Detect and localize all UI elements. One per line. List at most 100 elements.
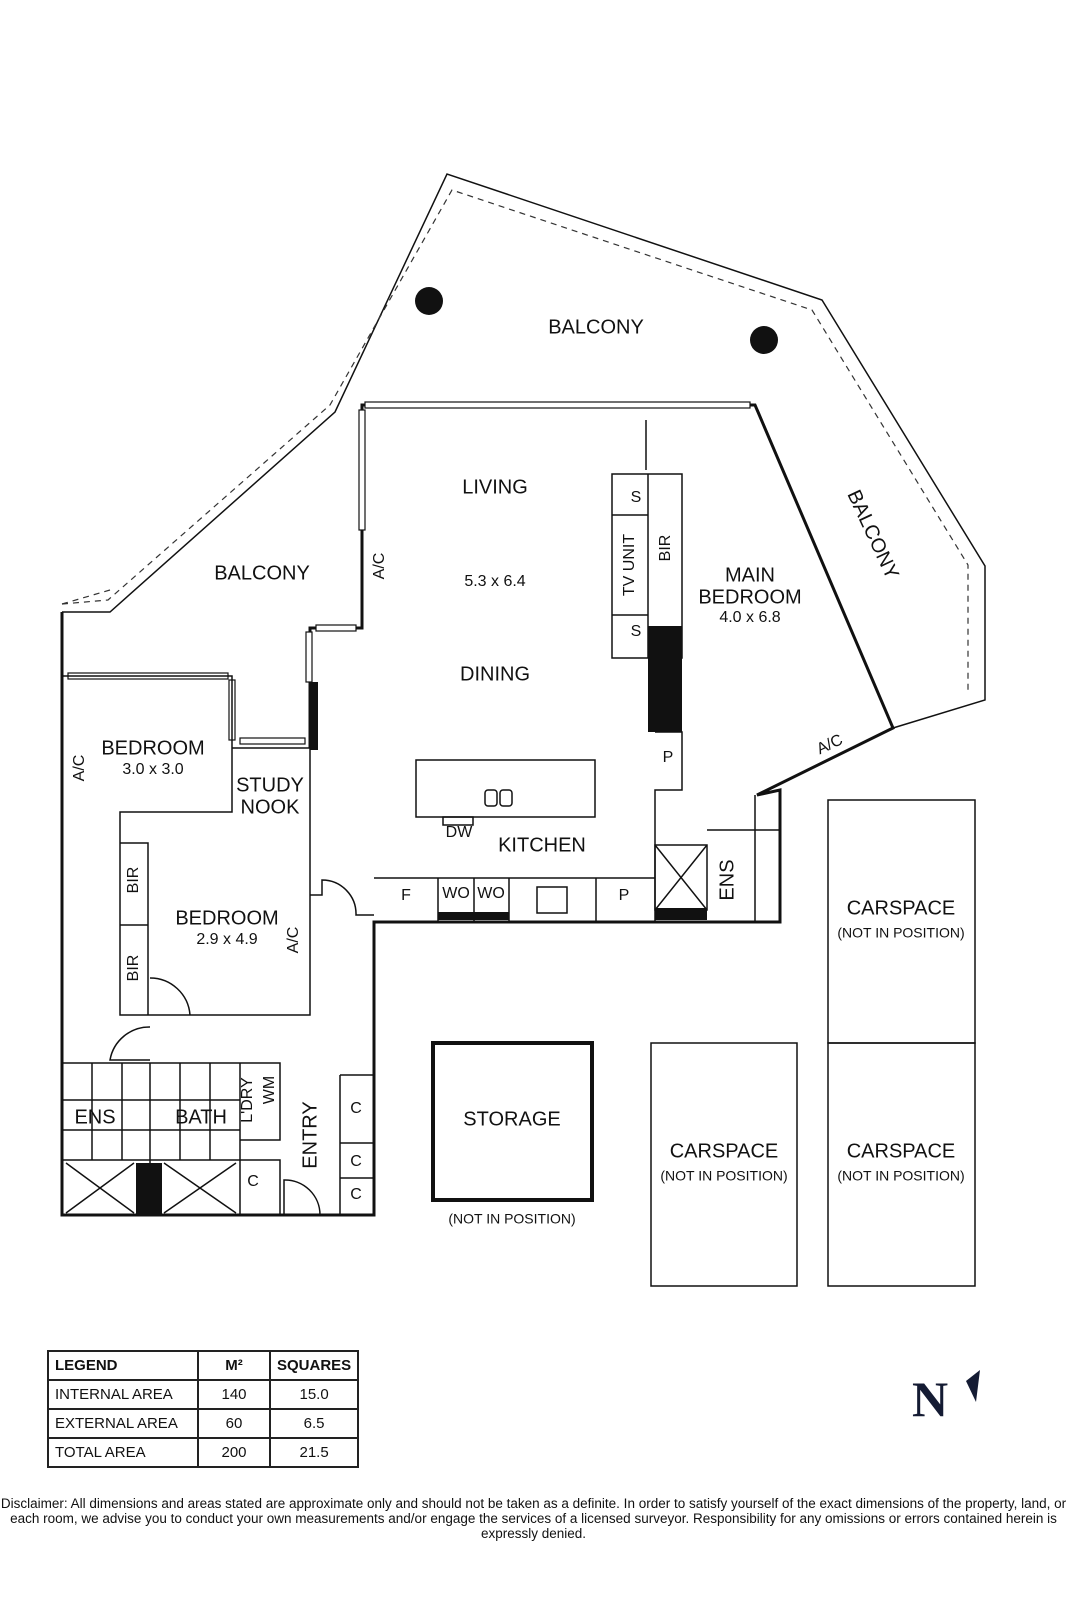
- label-balcony-right: BALCONY: [842, 487, 902, 583]
- sink-icon: [499, 789, 513, 807]
- label-entry: ENTRY: [299, 1101, 321, 1168]
- label-carspace-note: (NOT IN POSITION): [660, 1168, 787, 1184]
- label-wm: WM: [261, 1076, 278, 1104]
- shower-base: [655, 908, 707, 920]
- north-arrow-icon: [966, 1370, 980, 1402]
- label-carspace: CARSPACE: [847, 1140, 956, 1162]
- sink-icon: [484, 789, 498, 807]
- label-ac: A/C: [71, 755, 88, 782]
- legend-squares: 21.5: [268, 1437, 360, 1468]
- floor-tiles: [62, 1063, 240, 1160]
- label-laundry: L'DRY: [239, 1077, 256, 1123]
- ensuite-wall: [707, 795, 780, 922]
- window: [757, 409, 891, 723]
- carspace-box: [650, 1042, 798, 1287]
- legend-header: M²: [197, 1350, 271, 1381]
- label-storage-note: (NOT IN POSITION): [448, 1211, 575, 1227]
- label-wall-oven: WO: [477, 885, 505, 902]
- disclaimer: Disclaimer: All dimensions and areas sta…: [0, 1496, 1067, 1541]
- label-wall-oven: WO: [442, 885, 470, 902]
- shower-icon: [654, 844, 708, 911]
- area-legend-table: LEGEND M² SQUARES INTERNAL AREA 140 15.0…: [47, 1350, 360, 1468]
- balcony-dashed-line: [61, 589, 111, 605]
- interior-wall: [62, 675, 311, 1016]
- label-bath: BATH: [175, 1106, 227, 1128]
- label-cupboard: C: [247, 1173, 259, 1190]
- legend-squares: 15.0: [268, 1379, 360, 1410]
- wall-column: [310, 682, 318, 750]
- window: [315, 624, 357, 632]
- legend-m2: 200: [197, 1437, 271, 1468]
- legend-row: TOTAL AREA 200 21.5: [47, 1437, 360, 1468]
- label-dining: DINING: [460, 663, 530, 685]
- pantry-wall: [654, 731, 683, 922]
- robe-wall: [120, 842, 149, 1015]
- legend-squares: 6.5: [268, 1408, 360, 1439]
- label-ac: A/C: [371, 553, 388, 580]
- shower-wall: [136, 1163, 162, 1215]
- legend-label: INTERNAL AREA: [47, 1379, 199, 1410]
- legend-m2: 60: [197, 1408, 271, 1439]
- label-fridge: F: [401, 887, 411, 904]
- label-ensuite: ENS: [716, 859, 738, 900]
- window: [358, 409, 366, 531]
- column: [415, 287, 443, 315]
- legend-label: TOTAL AREA: [47, 1437, 199, 1468]
- legend-header: SQUARES: [268, 1350, 360, 1381]
- dishwasher: [442, 816, 474, 826]
- exterior-wall: [60, 403, 895, 1217]
- label-balcony-left: BALCONY: [214, 562, 310, 584]
- label-bir: BIR: [657, 535, 674, 562]
- label-cupboard: C: [350, 1153, 362, 1170]
- label-bedroom-dims: 3.0 x 3.0: [122, 761, 183, 778]
- label-carspace-note: (NOT IN POSITION): [837, 1168, 964, 1184]
- label-living: LIVING: [462, 476, 528, 498]
- label-shelf: S: [631, 623, 642, 640]
- legend-label: EXTERNAL AREA: [47, 1408, 199, 1439]
- label-storage: STORAGE: [463, 1108, 560, 1130]
- legend-header: LEGEND: [47, 1350, 199, 1381]
- label-bedroom: BEDROOM: [175, 907, 278, 929]
- label-study: STUDY: [236, 774, 304, 796]
- label-pantry: P: [663, 749, 674, 766]
- label-main-bedroom: MAIN: [725, 564, 775, 586]
- label-cupboard: C: [350, 1100, 362, 1117]
- label-carspace: CARSPACE: [670, 1140, 779, 1162]
- legend-row: EXTERNAL AREA 60 6.5: [47, 1408, 360, 1439]
- label-ensuite: ENS: [74, 1106, 115, 1128]
- label-shelf: S: [631, 489, 642, 506]
- label-living-dims: 5.3 x 6.4: [464, 573, 525, 590]
- label-bedroom: BEDROOM: [101, 737, 204, 759]
- label-main-bedroom-dims: 4.0 x 6.8: [719, 609, 780, 626]
- label-ac: A/C: [285, 927, 302, 954]
- legend-row: INTERNAL AREA 140 15.0: [47, 1379, 360, 1410]
- label-cupboard: C: [350, 1186, 362, 1203]
- kitchen-bench: [374, 877, 655, 922]
- door: [149, 977, 191, 1016]
- window: [305, 631, 313, 683]
- carspace-box: [827, 1042, 976, 1287]
- label-main-bedroom: BEDROOM: [698, 586, 801, 608]
- bathroom-walls: [62, 1062, 281, 1215]
- label-bedroom-dims: 2.9 x 4.9: [196, 931, 257, 948]
- shower-icon: [65, 1162, 237, 1214]
- label-tv-unit: TV UNIT: [621, 534, 638, 596]
- wall-column: [648, 626, 682, 732]
- kitchen-island: [415, 759, 596, 818]
- storage-box: [431, 1041, 594, 1202]
- column: [750, 326, 778, 354]
- cupboard-walls: [240, 1159, 321, 1216]
- oven-base: [438, 912, 509, 920]
- label-kitchen: KITCHEN: [498, 834, 586, 856]
- label-pantry: P: [619, 887, 630, 904]
- cooktop-icon: [536, 886, 568, 914]
- label-bir: BIR: [125, 867, 142, 894]
- carspace-box: [827, 799, 976, 1044]
- north-label: N: [912, 1371, 949, 1427]
- label-carspace-note: (NOT IN POSITION): [837, 925, 964, 941]
- balcony-dashed-line: [61, 189, 969, 690]
- door: [310, 879, 374, 916]
- label-bir: BIR: [125, 955, 142, 982]
- door: [109, 1026, 151, 1061]
